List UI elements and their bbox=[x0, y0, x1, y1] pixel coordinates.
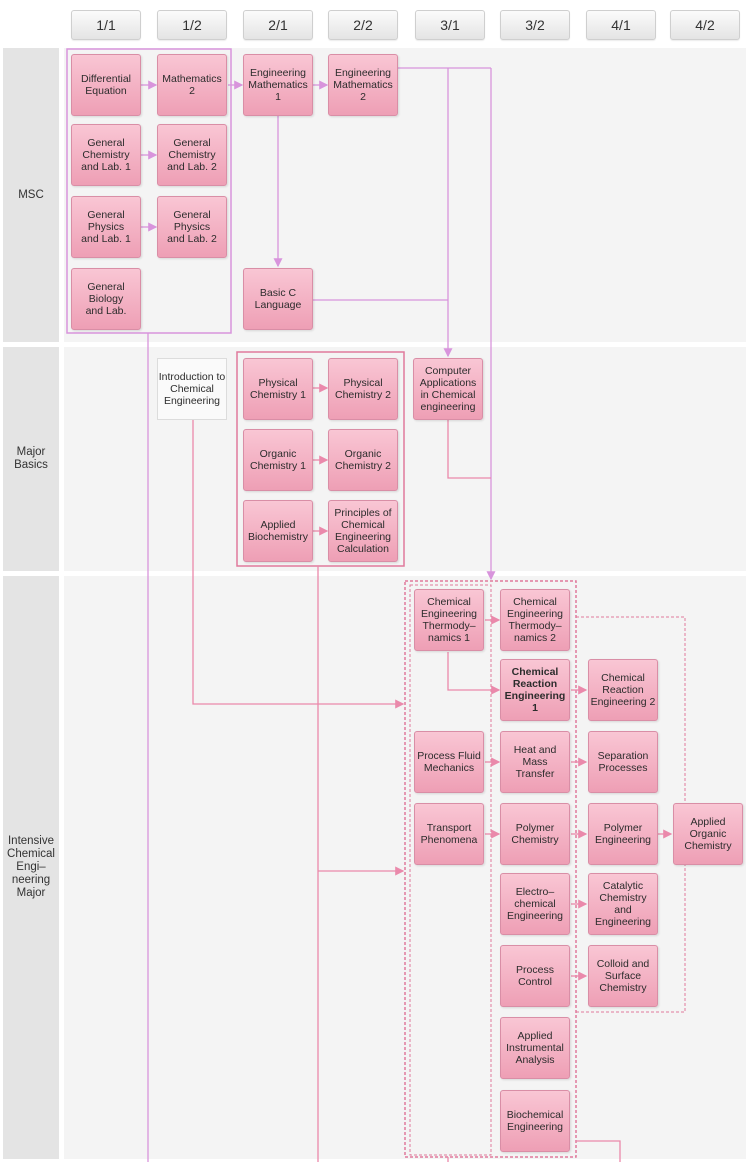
course-mathematics-2[interactable]: Mathematics 2 bbox=[157, 54, 227, 116]
course-physical-chemistry-1[interactable]: Physical Chemistry 1 bbox=[243, 358, 313, 420]
course-process-fluid-mechanics[interactable]: Process Fluid Mechanics bbox=[414, 731, 484, 793]
course-process-control[interactable]: Process Control bbox=[500, 945, 570, 1007]
semester-header-2-1: 2/1 bbox=[243, 10, 313, 40]
course-biochemical-engineering[interactable]: Biochemical Engineering bbox=[500, 1090, 570, 1152]
course-intro-chemical-engineering[interactable]: Introduction to Chemical Engineering bbox=[157, 358, 227, 420]
course-principles-calculation[interactable]: Principles of Chemical Engineering Calcu… bbox=[328, 500, 398, 562]
course-general-physics-2[interactable]: General Physics and Lab. 2 bbox=[157, 196, 227, 258]
course-reaction-engineering-2[interactable]: Chemical Reaction Engineering 2 bbox=[588, 659, 658, 721]
course-general-chemistry-1[interactable]: General Chemistry and Lab. 1 bbox=[71, 124, 141, 186]
course-heat-mass-transfer[interactable]: Heat and Mass Transfer bbox=[500, 731, 570, 793]
semester-header-1-1: 1/1 bbox=[71, 10, 141, 40]
course-catalytic-chemistry[interactable]: Catalytic Chemistry and Engineering bbox=[588, 873, 658, 935]
course-colloid-surface-chemistry[interactable]: Colloid and Surface Chemistry bbox=[588, 945, 658, 1007]
course-polymer-engineering[interactable]: Polymer Engineering bbox=[588, 803, 658, 865]
semester-header-1-2: 1/2 bbox=[157, 10, 227, 40]
semester-header-3-2: 3/2 bbox=[500, 10, 570, 40]
course-physical-chemistry-2[interactable]: Physical Chemistry 2 bbox=[328, 358, 398, 420]
course-applied-organic-chemistry[interactable]: Applied Organic Chemistry bbox=[673, 803, 743, 865]
course-organic-chemistry-2[interactable]: Organic Chemistry 2 bbox=[328, 429, 398, 491]
row-label-major-basics: Major Basics bbox=[3, 347, 59, 571]
course-basic-c-language[interactable]: Basic C Language bbox=[243, 268, 313, 330]
course-general-chemistry-2[interactable]: General Chemistry and Lab. 2 bbox=[157, 124, 227, 186]
semester-header-4-2: 4/2 bbox=[670, 10, 740, 40]
course-engineering-mathematics-2[interactable]: Engineering Mathematics 2 bbox=[328, 54, 398, 116]
course-organic-chemistry-1[interactable]: Organic Chemistry 1 bbox=[243, 429, 313, 491]
course-thermodynamics-2[interactable]: Chemical Engineering Thermody– namics 2 bbox=[500, 589, 570, 651]
course-separation-processes[interactable]: Separation Processes bbox=[588, 731, 658, 793]
course-polymer-chemistry[interactable]: Polymer Chemistry bbox=[500, 803, 570, 865]
semester-header-3-1: 3/1 bbox=[415, 10, 485, 40]
course-applied-biochemistry[interactable]: Applied Biochemistry bbox=[243, 500, 313, 562]
course-transport-phenomena[interactable]: Transport Phenomena bbox=[414, 803, 484, 865]
course-general-biology[interactable]: General Biology and Lab. bbox=[71, 268, 141, 330]
row-label-intensive: Intensive Chemical Engi– neering Major bbox=[3, 576, 59, 1159]
course-electrochemical-engineering[interactable]: Electro– chemical Engineering bbox=[500, 873, 570, 935]
course-thermodynamics-1[interactable]: Chemical Engineering Thermody– namics 1 bbox=[414, 589, 484, 651]
course-differential-equation[interactable]: Differential Equation bbox=[71, 54, 141, 116]
course-computer-applications[interactable]: Computer Applications in Chemical engine… bbox=[413, 358, 483, 420]
course-applied-instrumental-analysis[interactable]: Applied Instrumental Analysis bbox=[500, 1017, 570, 1079]
course-general-physics-1[interactable]: General Physics and Lab. 1 bbox=[71, 196, 141, 258]
course-reaction-engineering-1[interactable]: Chemical Reaction Engineering 1 bbox=[500, 659, 570, 721]
semester-header-4-1: 4/1 bbox=[586, 10, 656, 40]
course-engineering-mathematics-1[interactable]: Engineering Mathematics 1 bbox=[243, 54, 313, 116]
row-label-msc: MSC bbox=[3, 48, 59, 342]
semester-header-2-2: 2/2 bbox=[328, 10, 398, 40]
